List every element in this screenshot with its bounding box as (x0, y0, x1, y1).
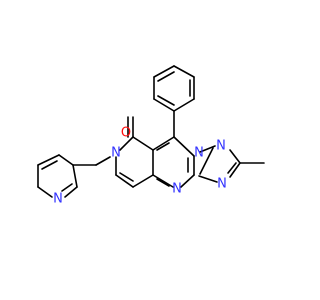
bond (156, 142, 170, 151)
phenyl-ring (153, 65, 195, 112)
bond (173, 65, 195, 78)
core-rings (72, 110, 265, 188)
bond (152, 174, 174, 188)
bond (199, 147, 214, 175)
bond (119, 136, 134, 151)
pyridine-ring (37, 154, 78, 198)
bond (157, 95, 175, 106)
triazole-nitrogen-top: N (216, 139, 226, 154)
bond (199, 145, 216, 153)
bond (157, 71, 175, 82)
bond (153, 65, 175, 78)
pyridine-nitrogen: N (53, 192, 63, 207)
bridgehead-nitrogen: N (194, 146, 204, 161)
bond (64, 186, 78, 198)
triazole-nitrogen-bottom: N (217, 177, 227, 192)
bond (37, 186, 53, 198)
molecule-structure: O N N N N N N (37, 65, 265, 207)
bond (173, 136, 195, 157)
bond (180, 174, 195, 188)
bond (58, 154, 74, 166)
pyrimidine-nitrogen: N (172, 182, 182, 197)
bond (95, 156, 111, 166)
atom-labels: O N N N N N N (53, 126, 227, 207)
bond (173, 98, 195, 112)
bond (229, 162, 241, 178)
bond (132, 136, 154, 151)
bond (156, 178, 170, 187)
bond (61, 183, 73, 192)
bond (198, 175, 218, 183)
pyridone-nitrogen: N (111, 146, 121, 161)
bond (229, 149, 241, 164)
bond (227, 162, 237, 174)
oxygen-atom: O (121, 126, 131, 141)
bond (72, 164, 78, 188)
bond (132, 174, 154, 188)
bond (41, 160, 58, 170)
bond (37, 154, 60, 166)
bond (119, 172, 134, 182)
bond (153, 98, 175, 112)
bond (152, 136, 175, 151)
bond (115, 174, 134, 188)
